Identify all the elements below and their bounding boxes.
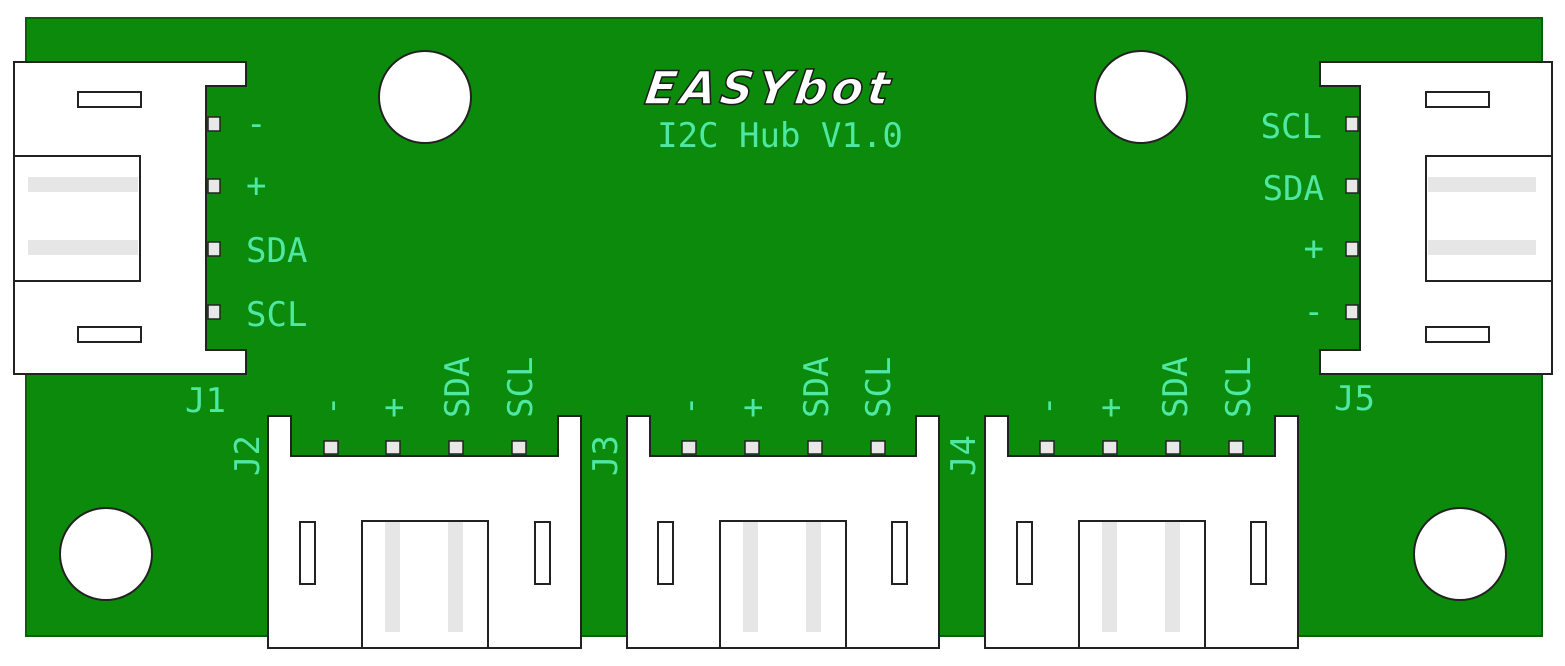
connector-j4 — [984, 415, 1299, 649]
j1-pin-label-2: + — [246, 166, 266, 206]
j1-pin-label-4: SCL — [246, 295, 307, 335]
j1-pad-2 — [207, 178, 221, 194]
connector-j2 — [267, 415, 582, 649]
j4-pad-2 — [1102, 440, 1118, 455]
connector-j3 — [626, 415, 940, 649]
j1-pin-label-1: - — [246, 104, 266, 144]
j2-pad-3 — [448, 440, 464, 455]
j4-pin-label-4: SCL — [1219, 357, 1259, 418]
j5-pin-label-2: SDA — [1263, 169, 1324, 209]
j1-pad-1 — [207, 116, 221, 132]
j3-pad-2 — [744, 440, 760, 455]
j5-pin-label-3: + — [1304, 229, 1324, 269]
j5-pad-4 — [1345, 304, 1359, 320]
j4-pin-label-1: - — [1028, 396, 1068, 416]
j4-pin-label-3: SDA — [1156, 357, 1196, 418]
j2-pad-4 — [511, 440, 527, 455]
board-logo: EASYbot — [642, 61, 898, 115]
j2-pin-label-2: + — [374, 398, 414, 418]
j3-pin-label-4: SCL — [859, 357, 899, 418]
j1-pad-3 — [207, 241, 221, 257]
j2-pad-2 — [385, 440, 401, 455]
j3-ref-label: J3 — [586, 435, 626, 476]
j5-pad-1 — [1345, 116, 1359, 132]
j4-pad-1 — [1039, 440, 1055, 455]
j5-pin-label-4: - — [1304, 292, 1324, 332]
j4-ref-label: J4 — [944, 435, 984, 476]
board-subtitle: I2C Hub V1.0 — [657, 116, 903, 156]
j4-pad-4 — [1228, 440, 1244, 455]
j5-pad-2 — [1345, 178, 1359, 194]
mounting-hole-top-left — [378, 50, 472, 144]
j3-pin-label-3: SDA — [797, 357, 837, 418]
connector-j1 — [13, 61, 247, 375]
j2-pin-label-4: SCL — [501, 357, 541, 418]
mounting-hole-bottom-left — [59, 507, 153, 601]
j1-pad-4 — [207, 304, 221, 320]
j5-pad-3 — [1345, 241, 1359, 257]
j5-ref-label: J5 — [1334, 379, 1375, 419]
connector-j5 — [1319, 61, 1553, 375]
j3-pad-1 — [681, 440, 697, 455]
j3-pin-label-1: - — [670, 396, 710, 416]
j2-pad-1 — [323, 440, 339, 455]
mounting-hole-top-right — [1094, 50, 1188, 144]
j4-pad-3 — [1165, 440, 1181, 455]
j1-pin-label-3: SDA — [246, 231, 307, 271]
j1-ref-label: J1 — [185, 381, 226, 421]
j2-ref-label: J2 — [228, 435, 268, 476]
j4-pin-label-2: + — [1091, 398, 1131, 418]
mounting-hole-bottom-right — [1413, 507, 1507, 601]
j5-pin-label-1: SCL — [1261, 107, 1322, 147]
j3-pin-label-2: + — [733, 398, 773, 418]
j2-pin-label-3: SDA — [438, 357, 478, 418]
j2-pin-label-1: - — [312, 396, 352, 416]
j3-pad-3 — [807, 440, 823, 455]
j3-pad-4 — [870, 440, 886, 455]
